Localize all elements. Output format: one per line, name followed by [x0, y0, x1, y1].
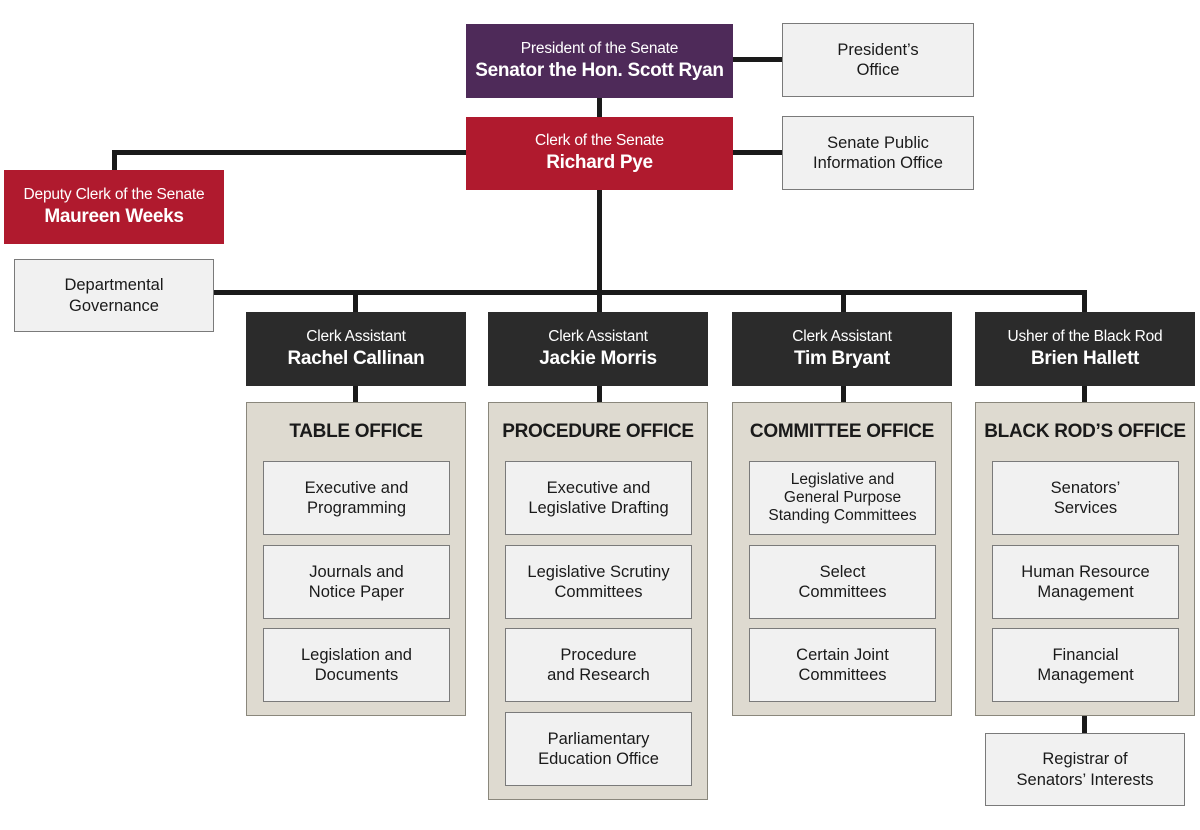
office-title: COMMITTEE OFFICE — [749, 421, 935, 442]
office-unit-line: Parliamentary — [547, 729, 650, 748]
office-unit-line: Legislative Drafting — [528, 499, 669, 517]
connector-drop-3 — [841, 290, 846, 314]
department-head-box: Clerk Assistant Rachel Callinan — [246, 312, 466, 386]
department-head-role: Usher of the Black Rod — [1007, 327, 1163, 345]
president-box: President of the Senate Senator the Hon.… — [466, 24, 733, 98]
connector-drop-1 — [353, 290, 358, 314]
office-unit-line: and Research — [547, 666, 650, 684]
presidents-office-line2: Office — [856, 61, 900, 79]
office-title: TABLE OFFICE — [289, 421, 423, 442]
black-rods-office-panel: BLACK ROD’S OFFICE Senators’ Services Hu… — [975, 402, 1195, 716]
connector-registrar — [1082, 715, 1087, 735]
committee-office-panel: COMMITTEE OFFICE Legislative and General… — [732, 402, 952, 716]
president-role: President of the Senate — [520, 39, 679, 57]
office-unit-line: Management — [1037, 666, 1134, 684]
office-unit-line: Human Resource — [1021, 562, 1150, 581]
clerk-name: Richard Pye — [546, 152, 653, 174]
office-unit-line: Legislative Scrutiny — [527, 562, 670, 581]
department-head-box: Usher of the Black Rod Brien Hallett — [975, 312, 1195, 386]
registrar-line2: Senators’ Interests — [1016, 770, 1154, 789]
office-unit-line: Management — [1037, 583, 1134, 601]
office-unit-line: Documents — [314, 666, 399, 684]
office-unit-line: Committees — [798, 666, 887, 684]
office-unit-line: Legislation and — [300, 645, 412, 664]
office-unit-line: Select — [819, 562, 866, 581]
connector-branch-bus — [213, 290, 1087, 295]
connector-clerk-trunk — [597, 189, 602, 314]
registrar-box: Registrar of Senators’ Interests — [985, 733, 1185, 806]
office-title: PROCEDURE OFFICE — [502, 421, 694, 442]
public-info-office-line1: Senate Public — [827, 133, 929, 152]
office-unit: Legislation and Documents — [263, 628, 450, 702]
office-unit: Procedure and Research — [505, 628, 692, 702]
department-head-name: Tim Bryant — [794, 347, 890, 369]
connector-drop-4 — [1082, 290, 1087, 314]
public-info-office-box: Senate Public Information Office — [782, 116, 974, 190]
departmental-governance-line1: Departmental — [64, 276, 164, 295]
office-unit: Legislative Scrutiny Committees — [505, 545, 692, 619]
office-unit: Executive and Legislative Drafting — [505, 461, 692, 535]
connector-president-office — [733, 57, 783, 62]
department-head-name: Jackie Morris — [539, 347, 657, 369]
procedure-office-panel: PROCEDURE OFFICE Executive and Legislati… — [488, 402, 708, 800]
office-unit-line: General Purpose — [783, 489, 902, 507]
office-unit-line: Certain Joint — [796, 645, 889, 664]
office-unit: Senators’ Services — [992, 461, 1179, 535]
public-info-office-line2: Information Office — [813, 154, 943, 172]
deputy-clerk-box: Deputy Clerk of the Senate Maureen Weeks — [4, 170, 224, 244]
office-unit: Journals and Notice Paper — [263, 545, 450, 619]
office-unit-line: Executive and — [304, 478, 409, 497]
office-unit-line: Notice Paper — [308, 583, 405, 601]
president-name: Senator the Hon. Scott Ryan — [475, 59, 724, 81]
office-unit: Executive and Programming — [263, 461, 450, 535]
office-unit: Certain Joint Committees — [749, 628, 936, 702]
departmental-governance-box: Departmental Governance — [14, 259, 214, 332]
office-unit-line: Senators’ — [1050, 478, 1121, 497]
department-head-role: Clerk Assistant — [792, 327, 892, 345]
department-head-box: Clerk Assistant Tim Bryant — [732, 312, 952, 386]
office-unit-line: Standing Committees — [768, 506, 917, 524]
office-unit: Parliamentary Education Office — [505, 712, 692, 786]
connector-president-to-clerk — [597, 96, 602, 118]
presidents-office-line1: President’s — [837, 40, 919, 59]
table-office-panel: TABLE OFFICE Executive and Programming J… — [246, 402, 466, 716]
connector-head-office-2 — [597, 385, 602, 403]
connector-head-office-4 — [1082, 385, 1087, 403]
department-head-name: Rachel Callinan — [287, 347, 425, 369]
connector-head-office-3 — [841, 385, 846, 403]
office-unit-line: Financial — [1052, 645, 1119, 664]
office-unit: Human Resource Management — [992, 545, 1179, 619]
deputy-clerk-role: Deputy Clerk of the Senate — [23, 185, 205, 203]
department-head-name: Brien Hallett — [1030, 347, 1139, 369]
office-unit: Select Committees — [749, 545, 936, 619]
deputy-clerk-name: Maureen Weeks — [44, 205, 184, 227]
office-unit-line: Procedure — [560, 645, 637, 664]
department-head-box: Clerk Assistant Jackie Morris — [488, 312, 708, 386]
connector-head-office-1 — [353, 385, 358, 403]
registrar-line1: Registrar of — [1042, 750, 1128, 769]
connector-deputy-horizontal — [112, 150, 468, 155]
presidents-office-box: President’s Office — [782, 23, 974, 97]
clerk-role: Clerk of the Senate — [535, 132, 664, 150]
office-title: BLACK ROD’S OFFICE — [984, 421, 1186, 442]
office-unit: Legislative and General Purpose Standing… — [749, 461, 936, 535]
office-unit-line: Programming — [306, 499, 407, 517]
office-unit-line: Executive and — [546, 478, 651, 497]
office-unit-line: Education Office — [538, 750, 659, 768]
connector-public-info-office — [733, 150, 783, 155]
office-unit-line: Committees — [554, 583, 643, 601]
departmental-governance-line2: Governance — [69, 296, 159, 315]
office-unit-line: Legislative and — [790, 471, 895, 489]
department-head-role: Clerk Assistant — [306, 327, 406, 345]
office-unit-line: Committees — [798, 583, 887, 601]
connector-deputy-vertical — [112, 150, 117, 172]
department-head-role: Clerk Assistant — [548, 327, 648, 345]
clerk-box: Clerk of the Senate Richard Pye — [466, 117, 733, 190]
office-unit-line: Services — [1053, 499, 1118, 517]
office-unit: Financial Management — [992, 628, 1179, 702]
office-unit-line: Journals and — [309, 562, 404, 581]
